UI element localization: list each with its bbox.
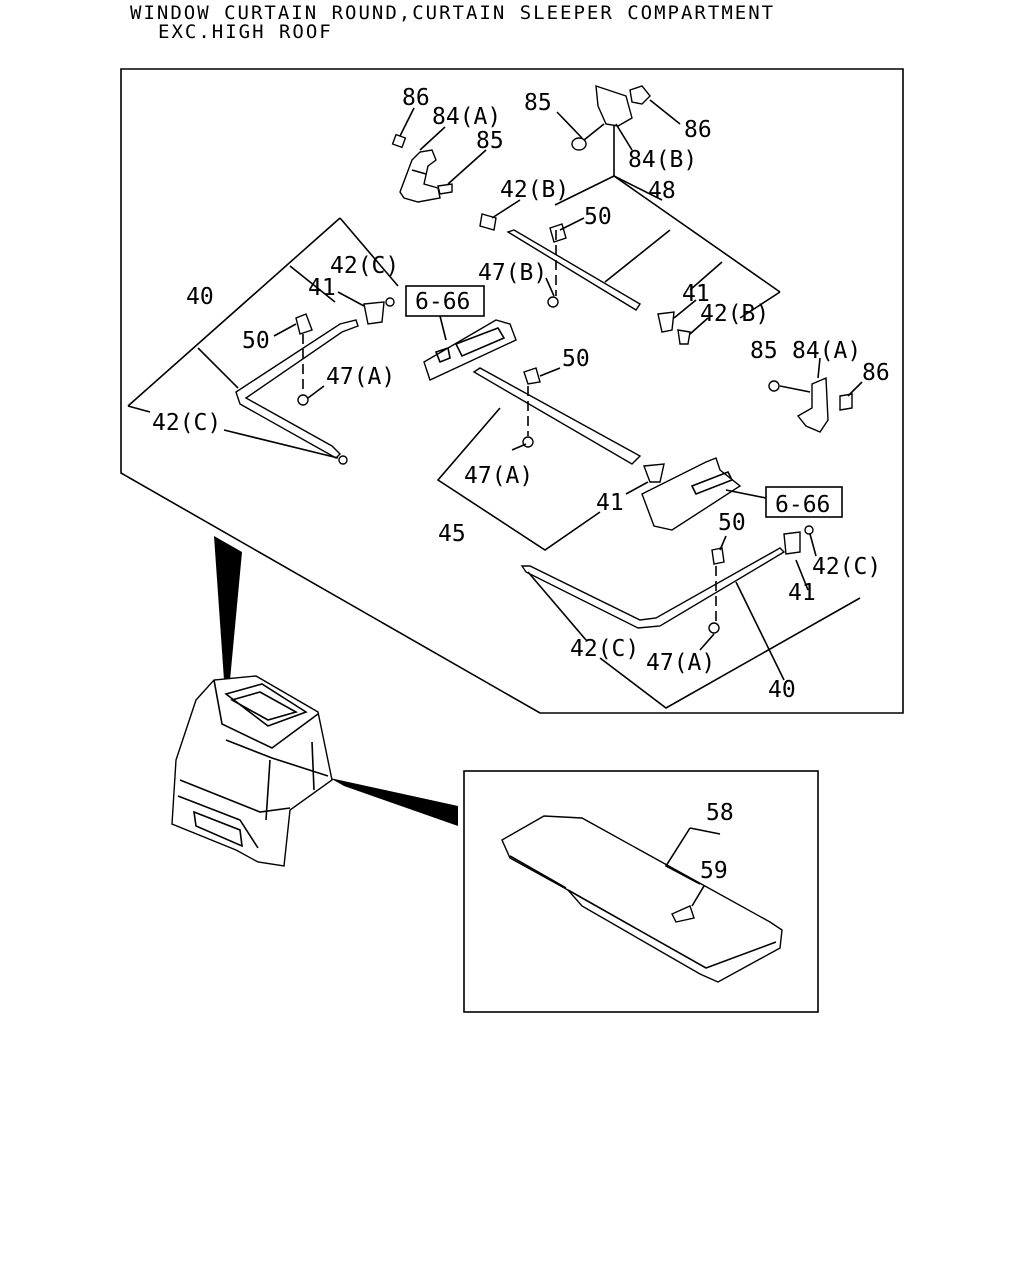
title-line-2: EXC.HIGH ROOF xyxy=(158,21,333,43)
trim-panel-right xyxy=(641,457,742,531)
main-frame xyxy=(120,68,904,714)
callout-40: 40 xyxy=(186,284,214,310)
callout-86: 86 xyxy=(862,360,890,386)
callout-45: 45 xyxy=(438,521,466,547)
callout-41: 41 xyxy=(788,580,816,606)
sleeper-panel xyxy=(501,815,783,983)
bracket-84b xyxy=(571,84,651,151)
callout-42c: 42(C) xyxy=(812,554,881,580)
callout-47a: 47(A) xyxy=(464,463,533,489)
callout-41: 41 xyxy=(308,275,336,301)
truck-cab xyxy=(171,675,333,867)
callout-85: 85 xyxy=(524,90,552,116)
callout-42b: 42(B) xyxy=(500,177,569,203)
callout-42c: 42(C) xyxy=(330,253,399,279)
rail-48 xyxy=(479,213,691,345)
trim-panel-left xyxy=(423,319,517,381)
callout-42c: 42(C) xyxy=(152,410,221,436)
callout-41: 41 xyxy=(682,281,710,307)
callout-84a: 84(A) xyxy=(792,338,861,364)
callout-59: 59 xyxy=(700,858,728,884)
callout-41: 41 xyxy=(596,490,624,516)
callout-47b: 47(B) xyxy=(478,260,547,286)
bracket-84a-right xyxy=(768,376,853,433)
callout-42c: 42(C) xyxy=(570,636,639,662)
rail-40-right xyxy=(520,525,814,634)
callout-50: 50 xyxy=(718,510,746,536)
callout-labels: 86 84(A) 85 85 86 84(B) 42(B) 48 50 47(B… xyxy=(152,85,890,884)
ref-box-6-66-a xyxy=(405,285,485,317)
ref-box-6-66-b xyxy=(765,486,843,518)
diagram-title: WINDOW CURTAIN ROUND,CURTAIN SLEEPER COM… xyxy=(130,4,775,42)
rail-40-left xyxy=(235,297,395,465)
callout-50: 50 xyxy=(562,346,590,372)
callout-50: 50 xyxy=(584,204,612,230)
pointer-wedge-top xyxy=(214,536,242,680)
pointer-wedge-side xyxy=(330,778,458,826)
callout-84b: 84(B) xyxy=(628,147,697,173)
callout-86: 86 xyxy=(402,85,430,111)
callout-50: 50 xyxy=(242,328,270,354)
rail-45 xyxy=(472,367,665,483)
callout-47a: 47(A) xyxy=(646,650,715,676)
inset-frame xyxy=(463,770,819,1013)
callout-84a: 84(A) xyxy=(432,104,501,130)
callout-58: 58 xyxy=(706,800,734,826)
callout-86: 86 xyxy=(684,117,712,143)
callout-47a: 47(A) xyxy=(326,364,395,390)
callout-85: 85 xyxy=(750,338,778,364)
callout-42b: 42(B) xyxy=(700,301,769,327)
title-line-1: WINDOW CURTAIN ROUND,CURTAIN SLEEPER COM… xyxy=(130,2,776,24)
callout-48: 48 xyxy=(648,178,676,204)
bracket-84a-top xyxy=(391,133,453,203)
callout-85: 85 xyxy=(476,128,504,154)
ref-6-66: 6-66 xyxy=(775,492,830,518)
ref-6-66: 6-66 xyxy=(415,289,470,315)
callout-40: 40 xyxy=(768,677,796,703)
